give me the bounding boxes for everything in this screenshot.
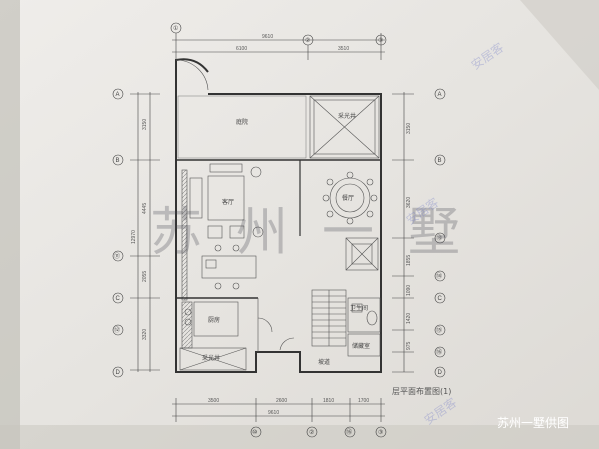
axis-bottom-10: ⑩ bbox=[252, 429, 257, 436]
bottom-axis-markers bbox=[250, 426, 387, 438]
right-dim-2: 3620 bbox=[406, 197, 412, 208]
bottom-dim-2: 2600 bbox=[276, 398, 287, 404]
right-dim-5: 1420 bbox=[406, 313, 412, 324]
skylight-top-label: 采光井 bbox=[338, 112, 356, 120]
left-dim-3: 2055 bbox=[142, 271, 148, 282]
bathroom-area bbox=[347, 297, 381, 333]
axis-right-13: ⑬ bbox=[436, 234, 442, 242]
dining-furniture bbox=[322, 171, 378, 225]
kitchen-label: 厨房 bbox=[208, 316, 220, 324]
courtyard-label: 庭院 bbox=[236, 118, 248, 126]
bottom-dim-total: 9610 bbox=[268, 410, 279, 416]
bathroom-label: 卫生间 bbox=[350, 304, 368, 312]
courtyard-area bbox=[177, 95, 307, 159]
left-dim-4: 3320 bbox=[142, 329, 148, 340]
top-left-dim: 6100 bbox=[236, 46, 247, 52]
bottom-dimension bbox=[172, 398, 385, 422]
axis-right-A: A bbox=[438, 92, 442, 98]
right-dim-3: 1855 bbox=[406, 255, 412, 266]
dining-island bbox=[201, 244, 257, 290]
stair bbox=[345, 237, 379, 271]
axis-right-B: B bbox=[438, 158, 442, 164]
top-axis-markers bbox=[170, 22, 387, 46]
dining-label: 餐厅 bbox=[342, 194, 354, 202]
living-furniture bbox=[181, 163, 264, 301]
axis-right-15: ⑮ bbox=[436, 326, 442, 334]
axis-bottom-3: ③ bbox=[378, 429, 383, 436]
axis-bottom-2: ② bbox=[309, 429, 314, 436]
axis-left-C: C bbox=[116, 296, 121, 302]
right-dim-6: 975 bbox=[406, 341, 412, 350]
top-total-dim: 9610 bbox=[262, 34, 273, 40]
axis-left-D: D bbox=[116, 370, 121, 376]
right-axis-markers bbox=[434, 88, 446, 378]
axis-right-16: ⑯ bbox=[436, 348, 442, 356]
bottom-dim-1: 3500 bbox=[208, 398, 219, 404]
axis-left-B: B bbox=[116, 158, 120, 164]
right-dim-1: 3150 bbox=[406, 123, 412, 134]
skylight-top bbox=[309, 95, 380, 159]
paper-shadow-left bbox=[0, 0, 20, 449]
paper-fold bbox=[520, 0, 599, 90]
door-swing-south bbox=[279, 337, 295, 351]
skylight-bottom-label: 采光井 bbox=[202, 354, 220, 362]
right-dim-4: 1090 bbox=[406, 285, 412, 296]
axis-left-11: ⑪ bbox=[114, 252, 120, 260]
corridor-label: 坡道 bbox=[318, 358, 330, 366]
left-axis-markers bbox=[112, 88, 124, 378]
bottom-dim-4: 1700 bbox=[358, 398, 369, 404]
axis-top-1: ① bbox=[173, 25, 178, 32]
watermark-corner: 苏州一墅供图 bbox=[497, 416, 569, 430]
storage-label: 储藏室 bbox=[352, 342, 370, 350]
axis-left-12: ⑫ bbox=[114, 326, 120, 334]
axis-right-C: C bbox=[438, 296, 443, 302]
storage-area bbox=[347, 333, 381, 357]
axis-right-14: ⑭ bbox=[436, 272, 442, 280]
axis-left-A: A bbox=[116, 92, 120, 98]
left-dim-total: 12970 bbox=[131, 230, 137, 244]
axis-bottom-16: ⑯ bbox=[346, 428, 352, 436]
top-dimension bbox=[172, 33, 385, 60]
paper-shadow-bottom bbox=[0, 425, 599, 449]
axis-top-2: ② bbox=[305, 37, 310, 44]
left-dim-1: 3150 bbox=[142, 119, 148, 130]
axis-top-3: ③ bbox=[378, 37, 383, 44]
right-dimension bbox=[392, 92, 414, 373]
skylight-bottom bbox=[179, 347, 247, 371]
entry-door-swing bbox=[175, 59, 209, 91]
left-dimension bbox=[130, 92, 160, 372]
axis-right-D: D bbox=[438, 370, 443, 376]
plan-caption: 层平面布置图(1) bbox=[392, 386, 451, 396]
staircase-flight bbox=[311, 289, 347, 347]
living-label: 客厅 bbox=[222, 198, 234, 206]
left-dim-2: 4445 bbox=[142, 203, 148, 214]
top-right-dim: 3510 bbox=[338, 46, 349, 52]
bottom-dim-3: 1810 bbox=[323, 398, 334, 404]
